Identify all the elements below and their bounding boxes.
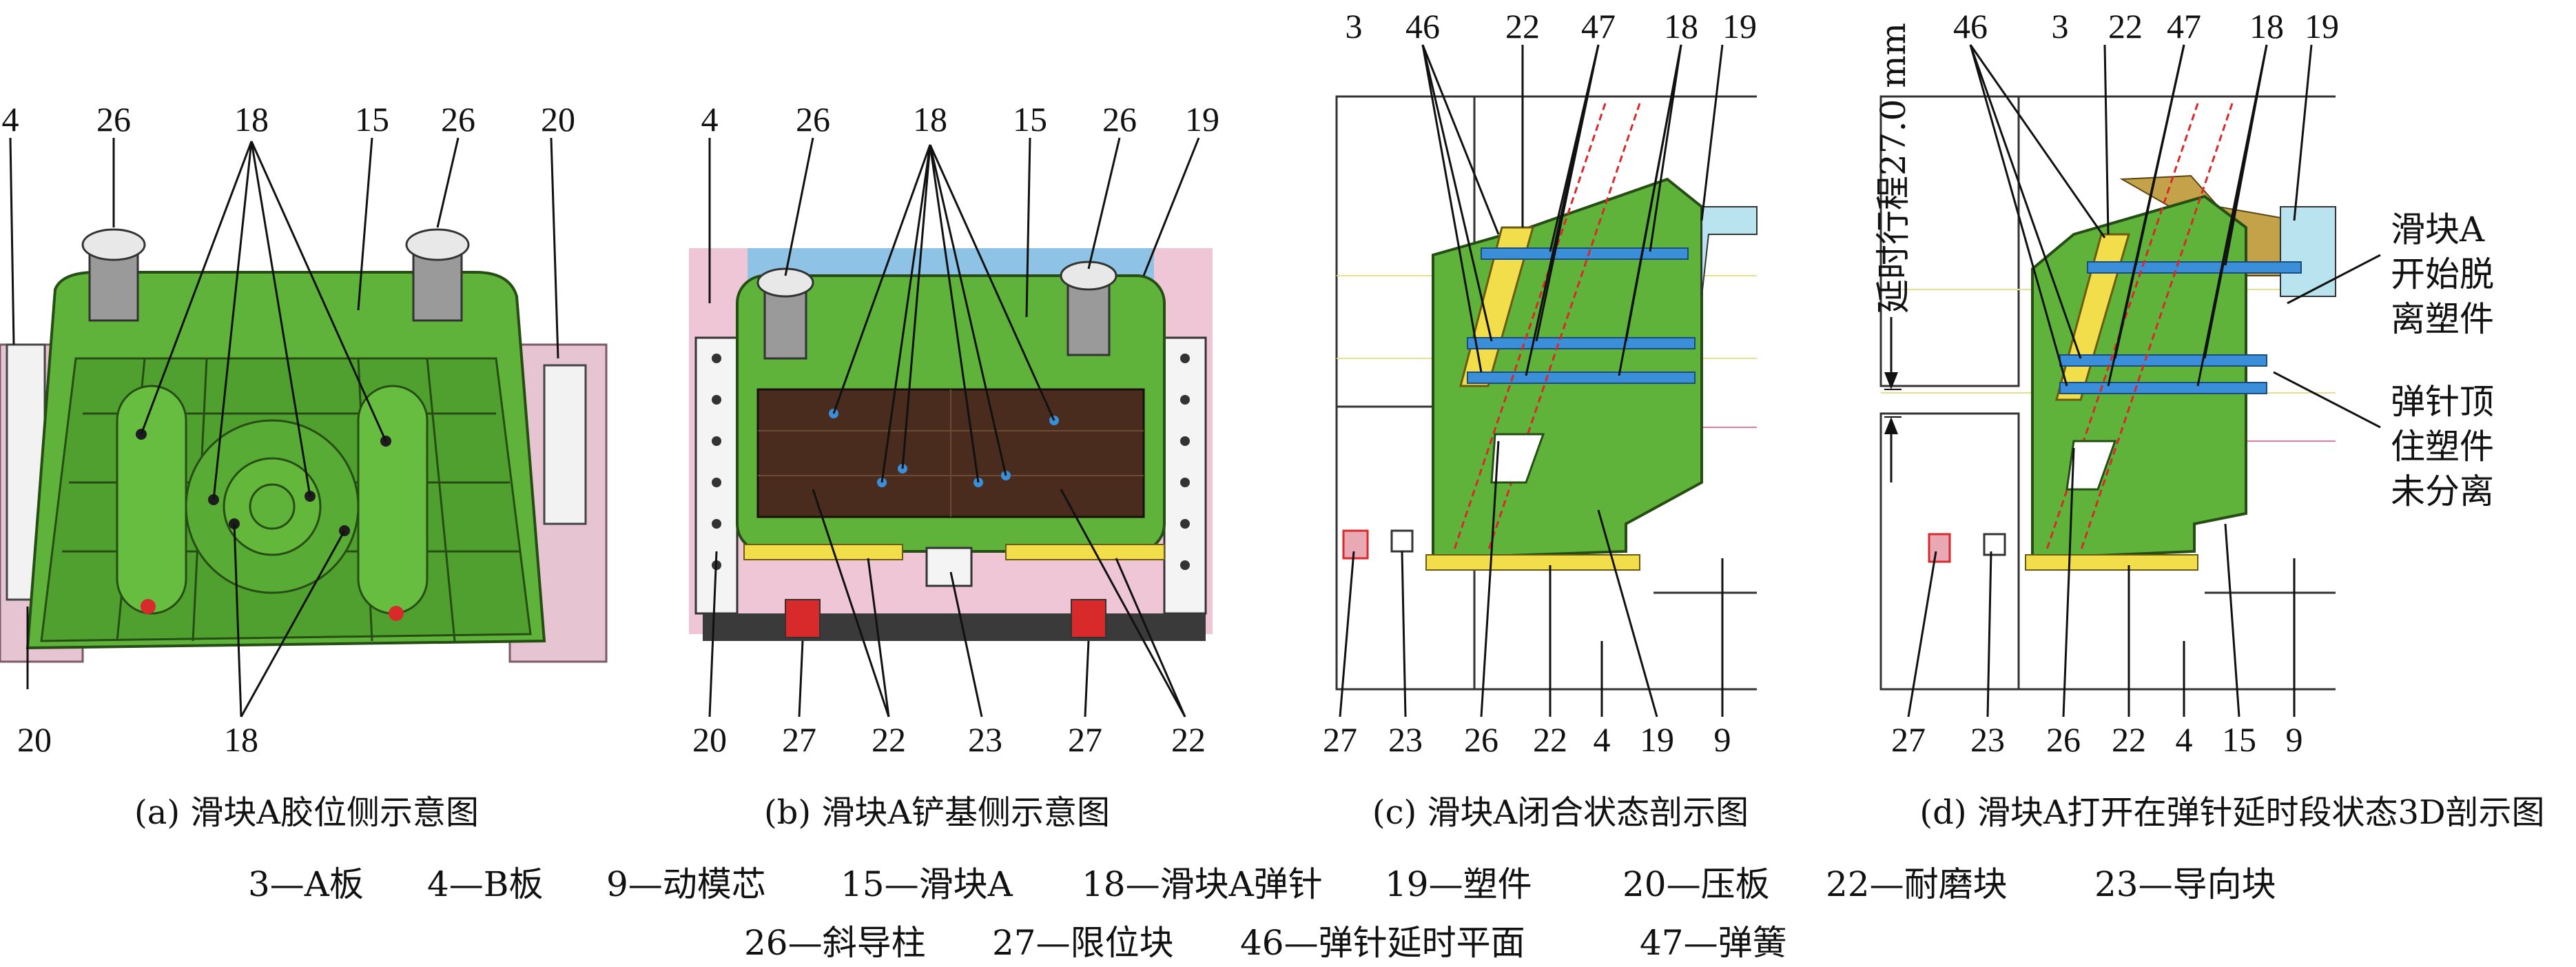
panel-b: 4 26 18 15 26 19 20 27 22 23 27 22 (b) 滑… (689, 100, 1219, 832)
panel-d-note-line-4: 弹针顶 (2391, 382, 2494, 422)
panel-d-label-46: 46 (1953, 7, 1988, 45)
panel-d-label-27: 27 (1891, 720, 1926, 759)
panel-a-caption: (a) 滑块A胶位侧示意图 (134, 793, 479, 832)
panel-b-label-26-left: 26 (796, 100, 830, 139)
legend-item-23: 23—导向块 (2094, 864, 2276, 904)
legend-item-18: 18—滑块A弹针 (1082, 864, 1323, 904)
panel-b-label-22-left: 22 (872, 720, 906, 759)
panel-a-label-18-top: 18 (234, 100, 269, 139)
panel-a-label-15: 15 (355, 100, 389, 139)
panel-b-label-27-right: 27 (1068, 720, 1102, 759)
panel-b-label-18: 18 (913, 100, 947, 139)
panel-a-label-20-bottom: 20 (17, 720, 52, 759)
panel-d: 延时行程27.0 mm 46 3 22 47 18 (1873, 7, 2545, 832)
panel-a-leaders (9, 137, 559, 717)
panel-d-label-3: 3 (2052, 7, 2069, 45)
legend-item-9: 9—动模芯 (606, 864, 766, 904)
panel-b-leaders (708, 137, 1200, 717)
panel-d-caption: (d) 滑块A打开在弹针延时段状态3D剖示图 (1919, 793, 2544, 832)
panel-a-label-26-right: 26 (441, 100, 475, 139)
panel-d-note-line-2: 开始脱 (2391, 254, 2494, 294)
legend-item-22: 22—耐磨块 (1826, 864, 2008, 904)
panel-c-leaders (1339, 44, 1724, 717)
panel-a-label-18-bottom: 18 (224, 720, 258, 759)
panel-d-label-18: 18 (2249, 7, 2284, 45)
legend-item-26: 26—斜导柱 (744, 923, 926, 963)
panel-d-note-line-6: 未分离 (2391, 471, 2494, 511)
panel-a-label-4: 4 (2, 100, 19, 139)
panel-b-caption: (b) 滑块A铲基侧示意图 (764, 793, 1110, 832)
panel-c-label-19: 19 (1722, 7, 1757, 45)
panel-d-note-line-1: 滑块A (2391, 210, 2485, 250)
legend-item-15: 15—滑块A (841, 864, 1013, 904)
panel-c-label-22-bottom: 22 (1533, 720, 1567, 759)
panel-d-label-19: 19 (2305, 7, 2339, 45)
panel-c-label-23: 23 (1388, 720, 1423, 759)
panel-b-label-22-right: 22 (1171, 720, 1206, 759)
panel-c-label-18: 18 (1664, 7, 1698, 45)
panel-b-illustration (689, 248, 1213, 641)
panel-c-label-4: 4 (1594, 720, 1611, 759)
panel-b-label-20: 20 (692, 720, 727, 759)
panel-d-label-23: 23 (1970, 720, 2005, 759)
panel-c-label-3: 3 (1346, 7, 1363, 45)
panel-d-label-22: 22 (2108, 7, 2143, 45)
panel-c-caption: (c) 滑块A闭合状态剖示图 (1372, 793, 1749, 832)
panel-d-label-15: 15 (2222, 720, 2256, 759)
panel-d-label-47: 47 (2167, 7, 2201, 45)
legend-item-3: 3—A板 (248, 864, 364, 904)
panel-b-label-26-right: 26 (1102, 100, 1137, 139)
legend-item-19: 19—塑件 (1385, 864, 1532, 904)
panel-b-label-4: 4 (701, 100, 719, 139)
legend-item-27: 27—限位块 (992, 923, 1174, 963)
panel-c-label-19-bottom: 19 (1640, 720, 1674, 759)
legend-item-4: 4—B板 (427, 864, 544, 904)
panel-d-note-line-3: 离塑件 (2391, 299, 2494, 339)
legend-item-47: 47—弹簧 (1640, 923, 1787, 963)
panel-a-illustration (0, 228, 608, 663)
panel-d-label-9: 9 (2286, 720, 2303, 759)
legend-item-20: 20—压板 (1622, 864, 1770, 904)
panel-d-note-line-5: 住塑件 (2391, 427, 2494, 467)
panel-b-label-19: 19 (1185, 100, 1219, 139)
panel-d-label-26: 26 (2046, 720, 2081, 759)
panel-a-label-26-left: 26 (96, 100, 131, 139)
panel-d-leaders (1907, 44, 2381, 717)
legend: 3—A板 4—B板 9—动模芯 15—滑块A 18—滑块A弹针 19—塑件 20… (248, 864, 2276, 963)
panel-c-label-22: 22 (1505, 7, 1540, 45)
panel-b-label-23: 23 (968, 720, 1002, 759)
panel-c-label-47: 47 (1581, 7, 1616, 45)
panel-c-label-9: 9 (1714, 720, 1731, 759)
panel-c: 3 46 22 47 18 19 27 23 26 22 4 19 9 (c) … (1323, 7, 1758, 832)
panel-b-label-27-left: 27 (782, 720, 816, 759)
panel-c-label-27: 27 (1323, 720, 1357, 759)
panel-a-label-20-top: 20 (541, 100, 575, 139)
panel-c-label-26: 26 (1464, 720, 1498, 759)
panel-d-label-4: 4 (2176, 720, 2193, 759)
legend-item-46: 46—弹针延时平面 (1240, 923, 1525, 963)
panel-c-label-46: 46 (1405, 7, 1440, 45)
panel-b-label-15: 15 (1013, 100, 1047, 139)
panel-a: 4 26 18 15 26 20 20 18 (a) 滑块A胶位侧示意图 (0, 100, 608, 832)
panel-d-delay-stroke-label: 延时行程27.0 mm (1873, 23, 1913, 314)
panel-c-illustration (1335, 95, 1758, 691)
panel-d-label-22-bottom: 22 (2112, 720, 2146, 759)
